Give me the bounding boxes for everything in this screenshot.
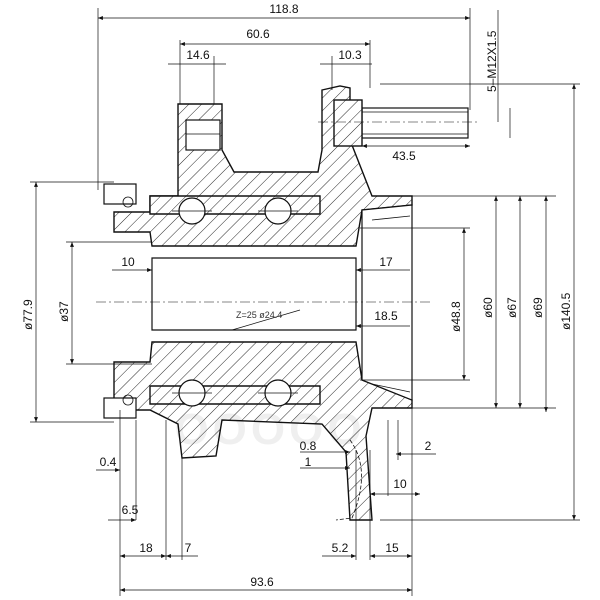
dim-pcd-dia: ø140.5	[559, 292, 573, 330]
dim-flange-span: 60.6	[246, 27, 270, 41]
dim-seal-offset: 0.4	[100, 455, 117, 469]
bolt-hole	[185, 119, 221, 151]
seal-upper	[103, 183, 137, 205]
dim-thread: 5–M12X1.5	[485, 30, 499, 92]
dim-bore-depth: 10	[121, 255, 135, 269]
dim-bearing-width: 18	[139, 541, 153, 555]
dim-stud-length: 43.5	[392, 149, 416, 163]
dim-overall-length: 93.6	[250, 575, 274, 589]
dim-gap-2: 1	[305, 455, 312, 469]
bore	[151, 257, 357, 331]
outer-race-lower	[149, 385, 321, 405]
dimension-lines	[30, 8, 580, 596]
hub-body-section	[103, 85, 469, 521]
dim-recess-depth: 17	[379, 255, 393, 269]
dim-hub-dia-2: ø67	[505, 297, 519, 318]
dim-bolt-hole: 14.6	[186, 48, 210, 62]
dim-bearing-offset: 7	[185, 541, 192, 555]
dim-hub-dia-3: ø69	[531, 297, 545, 318]
dim-overall-width: 118.8	[269, 2, 298, 16]
dim-hub-dia-1: ø60	[481, 297, 495, 318]
watermark-logo: OOOOO	[174, 405, 365, 454]
dim-recess-depth-2: 18.5	[374, 309, 398, 323]
dim-spline-dia: ø37	[57, 301, 71, 322]
dim-flange-width: 15	[385, 541, 399, 555]
dim-gap-3: 2	[425, 439, 432, 453]
dim-pilot-dia: ø48.8	[449, 301, 463, 332]
wheel-stud	[361, 107, 469, 139]
dim-seal-width: 6.5	[122, 503, 139, 517]
dim-stud-offset: 10.3	[338, 48, 362, 62]
dim-spline-spec: Z=25 ø24.4	[236, 310, 282, 320]
pilot-recess	[361, 204, 413, 401]
dim-flange-offset: 5.2	[332, 541, 349, 555]
dim-gap-1: 0.8	[300, 439, 317, 453]
dim-outer-dia: ø77.9	[21, 299, 35, 330]
dim-gap-4: 10	[393, 477, 407, 491]
stud-knurl	[333, 99, 363, 147]
